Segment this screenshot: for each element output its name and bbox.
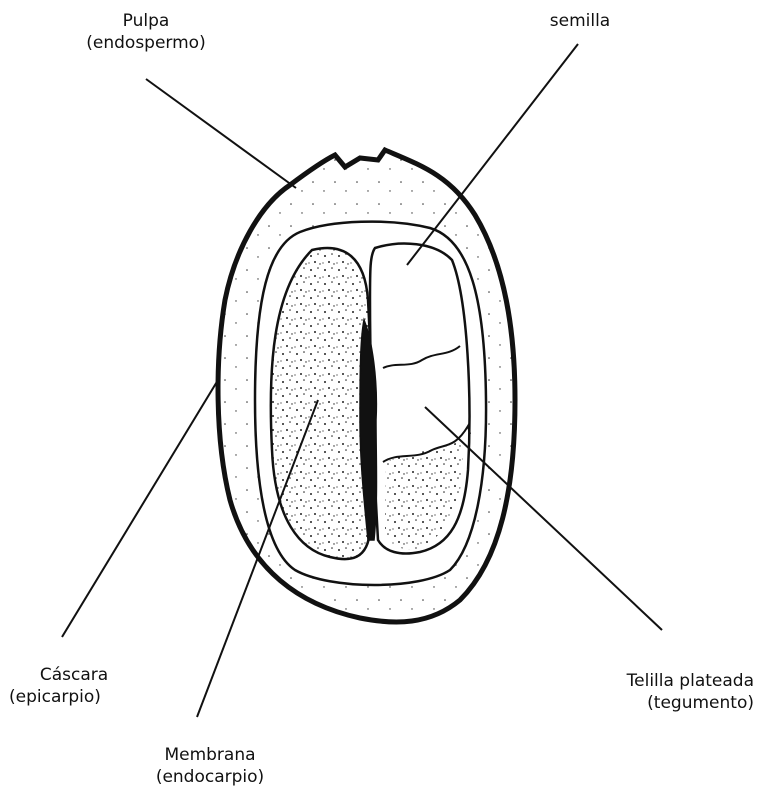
- leader-line-cascara: [62, 380, 218, 637]
- label-pulpa-line2: (endospermo): [56, 32, 236, 54]
- label-cascara-line2: (epicarpio): [9, 686, 139, 708]
- label-cascara: Cáscara (epicarpio): [9, 664, 139, 708]
- seed-left-half: [271, 248, 372, 559]
- label-membrana-line2: (endocarpio): [130, 766, 290, 788]
- label-pulpa-line1: Pulpa: [56, 10, 236, 32]
- label-semilla: semilla: [520, 10, 640, 32]
- label-membrana: Membrana (endocarpio): [130, 744, 290, 788]
- leader-line-semilla: [407, 44, 578, 265]
- label-membrana-line1: Membrana: [130, 744, 290, 766]
- label-telilla-line2: (tegumento): [560, 692, 754, 714]
- leader-line-pulpa: [146, 79, 296, 188]
- label-telilla-line1: Telilla plateada: [560, 670, 754, 692]
- label-cascara-line1: Cáscara: [9, 664, 139, 686]
- label-semilla-line1: semilla: [520, 10, 640, 32]
- label-pulpa: Pulpa (endospermo): [56, 10, 236, 54]
- label-telilla: Telilla plateada (tegumento): [560, 670, 754, 714]
